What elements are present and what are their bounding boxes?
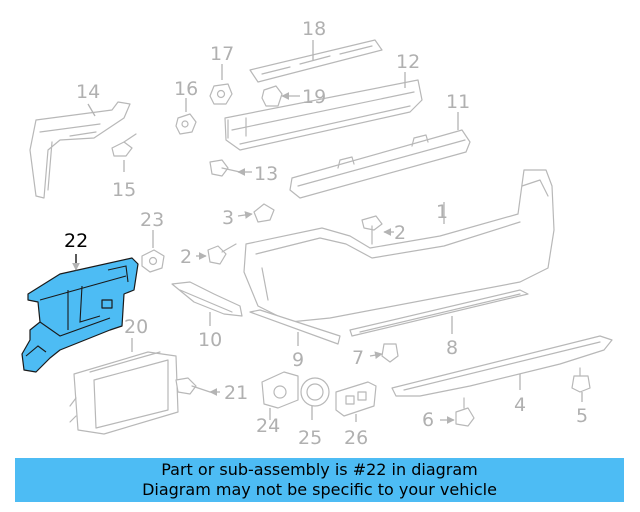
- callout-6: 6: [422, 409, 434, 431]
- info-banner: Part or sub-assembly is #22 in diagram D…: [15, 458, 624, 502]
- part-20-module[interactable]: [69, 338, 179, 435]
- callout-2-left: 2: [180, 246, 192, 268]
- part-9-molding[interactable]: [249, 309, 341, 346]
- part-13-bolt[interactable]: [209, 159, 252, 177]
- callout-5: 5: [576, 405, 588, 427]
- part-4-diffuser[interactable]: [391, 335, 613, 397]
- callout-22: 22: [64, 230, 88, 252]
- part-26-bracket[interactable]: [335, 381, 377, 422]
- callout-1: 1: [436, 201, 448, 223]
- callout-15: 15: [112, 179, 136, 201]
- callout-21: 21: [224, 382, 248, 404]
- part-19-nut[interactable]: [261, 85, 300, 107]
- part-2-bolt-right[interactable]: [361, 215, 394, 245]
- callout-10: 10: [198, 329, 222, 351]
- part-12-reinforcement[interactable]: [224, 72, 423, 151]
- callout-9: 9: [292, 349, 304, 371]
- part-7-clip[interactable]: [369, 343, 399, 363]
- part-8-trim[interactable]: [349, 289, 529, 337]
- part-22-bracket-highlighted[interactable]: [21, 254, 139, 373]
- banner-line-1: Part or sub-assembly is #22 in diagram: [161, 460, 478, 479]
- part-3-clip[interactable]: [237, 203, 275, 223]
- callout-25: 25: [298, 427, 322, 449]
- callout-16: 16: [174, 78, 198, 100]
- callout-8: 8: [446, 337, 458, 359]
- part-2-bolt-left[interactable]: [196, 243, 237, 265]
- callout-13: 13: [254, 163, 278, 185]
- part-6-bolt[interactable]: [440, 397, 475, 427]
- part-15-bolt[interactable]: [111, 133, 137, 172]
- banner-line-2: Diagram may not be specific to your vehi…: [142, 480, 497, 499]
- callout-12: 12: [396, 51, 420, 73]
- part-16-nut[interactable]: [175, 98, 197, 135]
- part-24-sensor[interactable]: [261, 371, 299, 420]
- part-5-clip[interactable]: [571, 367, 591, 402]
- callout-19: 19: [302, 86, 326, 108]
- callout-3: 3: [222, 207, 234, 229]
- part-10-reflector[interactable]: [171, 281, 243, 326]
- part-18-bracket[interactable]: [249, 39, 383, 83]
- part-23-nut[interactable]: [141, 230, 165, 273]
- callout-14: 14: [76, 81, 100, 103]
- part-11-absorber[interactable]: [289, 112, 471, 199]
- part-25-grommet[interactable]: [300, 377, 330, 420]
- callout-20: 20: [124, 316, 148, 338]
- part-21-bolt[interactable]: [175, 377, 220, 396]
- callout-26: 26: [344, 427, 368, 449]
- callout-17: 17: [210, 43, 234, 65]
- callout-24: 24: [256, 415, 280, 437]
- parts-diagram: 18 17 12 16 19 14 11 13 15 1 3 23 2 2 22…: [21, 18, 613, 449]
- part-14-side-bracket[interactable]: [29, 101, 131, 199]
- callout-7: 7: [352, 347, 364, 369]
- part-17-nut[interactable]: [209, 64, 233, 105]
- callout-4: 4: [514, 394, 526, 416]
- callout-23: 23: [140, 209, 164, 231]
- callout-11: 11: [446, 91, 470, 113]
- callout-2-right: 2: [394, 222, 406, 244]
- callout-18: 18: [302, 18, 326, 40]
